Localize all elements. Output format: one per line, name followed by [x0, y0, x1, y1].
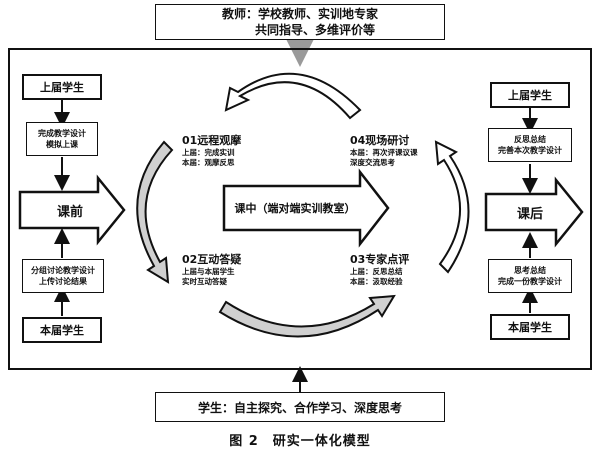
student-box: 学生：自主探究、合作学习、深度思考 — [155, 392, 445, 422]
after-class-arrow — [484, 176, 584, 248]
left-previous-note: 完成教学设计 模拟上课 — [26, 122, 98, 156]
teacher-line-1: 教师：学校教师、实训地专家 — [221, 7, 378, 21]
before-class-label: 课前 — [56, 205, 83, 220]
left-previous-students-box: 上届学生 — [22, 74, 102, 100]
cycle-arrow-left — [136, 140, 174, 284]
cycle-arrow-top — [224, 72, 362, 120]
stage-02-interactive-qa: 02互动答疑 上届与本届学生 实时互动答疑 — [182, 253, 242, 286]
figure-caption: 图 2 研实一体化模型 — [229, 434, 371, 449]
after-class-label: 课后 — [516, 207, 543, 222]
before-class-arrow — [18, 174, 126, 246]
right-previous-note: 反思总结 完善本次教学设计 — [488, 128, 572, 162]
right-current-students-box: 本届学生 — [490, 314, 570, 340]
teacher-box: 教师：学校教师、实训地专家 共同指导、多维评价等 — [155, 4, 445, 40]
in-class-label: 课中（端对端实训教室） — [234, 202, 356, 215]
stage-01-remote-observation: 01远程观摩 上届：完成实训 本届：观摩反思 — [182, 134, 242, 167]
model-frame — [8, 48, 592, 370]
cycle-arrow-right — [434, 140, 470, 274]
right-previous-students-box: 上届学生 — [490, 82, 570, 108]
left-current-note: 分组讨论教学设计 上传讨论结果 — [22, 259, 104, 293]
center-arrow — [222, 168, 390, 248]
left-current-students-box: 本届学生 — [22, 317, 102, 343]
stage-04-onsite-discussion: 04现场研讨 本届：再次评课议课 深度交流思考 — [350, 134, 418, 167]
right-current-note: 思考总结 完成一份教学设计 — [488, 259, 572, 293]
cycle-arrow-bottom — [218, 294, 396, 338]
teacher-line-2: 共同指导、多维评价等 — [254, 23, 375, 37]
stage-03-expert-review: 03专家点评 上届：反思总结 本届：汲取经验 — [350, 253, 410, 286]
